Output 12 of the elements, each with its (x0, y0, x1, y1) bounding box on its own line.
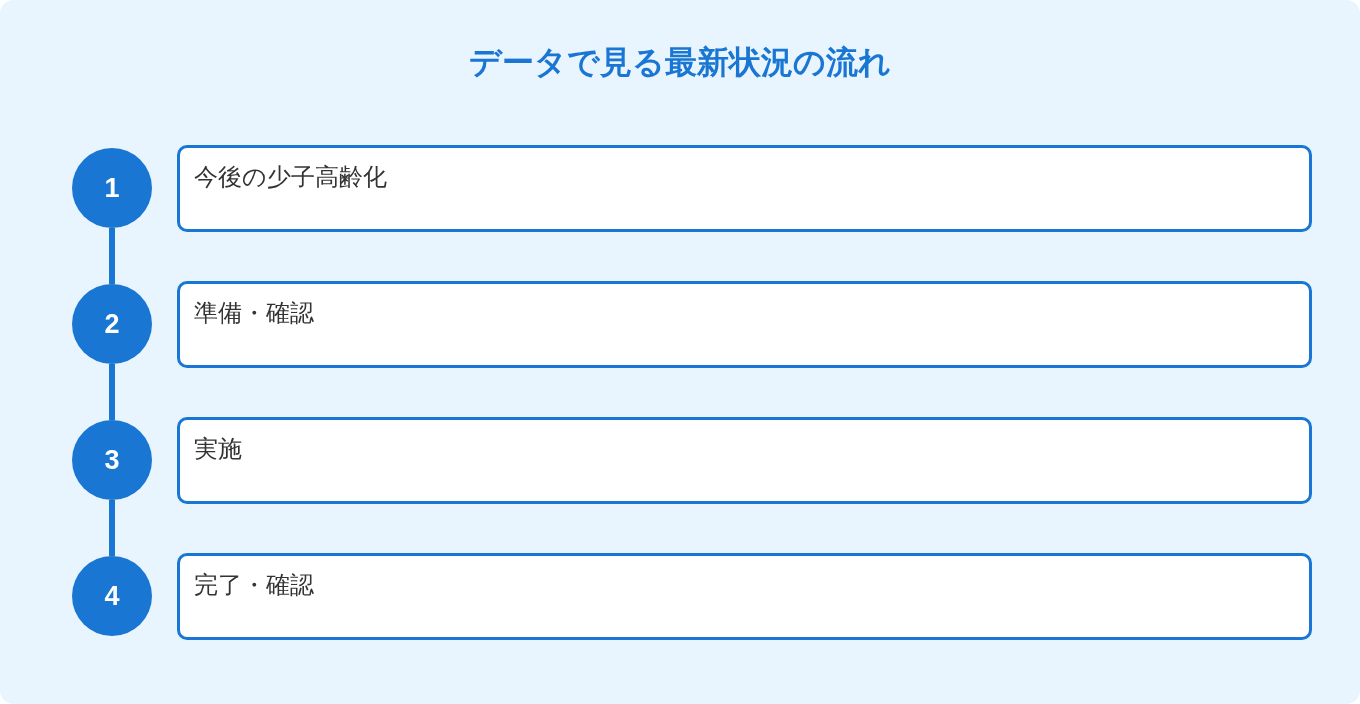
number-circle: 2 (72, 284, 152, 364)
connector-line (109, 228, 115, 284)
step-box: 実施 (177, 417, 1312, 504)
step-box: 完了・確認 (177, 553, 1312, 640)
number-circle: 4 (72, 556, 152, 636)
connector-line (109, 500, 115, 556)
number-circle: 3 (72, 420, 152, 500)
step-box: 準備・確認 (177, 281, 1312, 368)
connector-line (109, 364, 115, 420)
number-circle: 1 (72, 148, 152, 228)
title: データで見る最新状況の流れ (468, 43, 892, 82)
step-box: 今後の少子高齢化 (177, 145, 1312, 232)
